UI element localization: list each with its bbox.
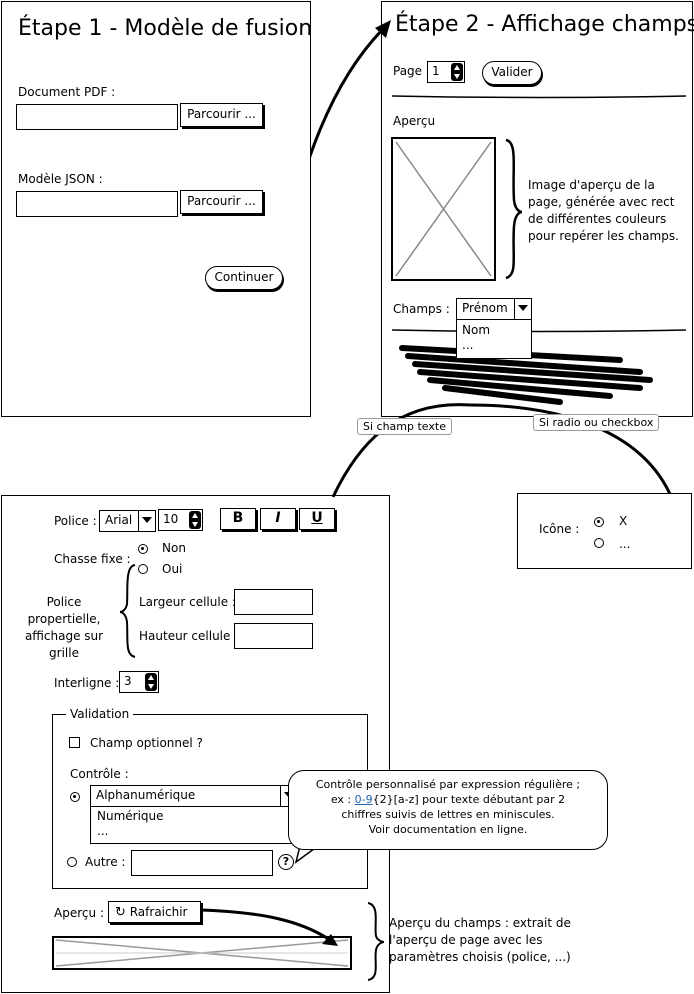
icon-panel: Icône : X ... <box>517 493 692 569</box>
page-value: 1 <box>432 64 440 78</box>
json-label: Modèle JSON : <box>18 172 103 186</box>
icon-radio-other[interactable] <box>594 538 604 548</box>
step2-title: Étape 2 - Affichage champs <box>395 12 694 37</box>
fixed-yes-radio[interactable] <box>138 564 148 574</box>
continue-button[interactable]: Continuer <box>205 266 283 290</box>
icon-label: Icône : <box>539 522 580 536</box>
regex-note: Contrôle personnalisé par expression rég… <box>288 770 608 850</box>
cell-width-label: Largeur cellule : <box>139 595 236 609</box>
validation-legend: Validation <box>66 707 134 721</box>
regex-example-link[interactable]: 0-9 <box>354 793 373 806</box>
validate-button[interactable]: Valider <box>482 61 542 85</box>
refresh-icon: ↻ <box>115 905 126 920</box>
font-select[interactable]: Arial <box>99 510 156 532</box>
cell-height-label: Hauteur cellule : <box>139 629 239 643</box>
control-dropdown-list: Numérique ... <box>90 806 298 844</box>
icon-option-label: ... <box>619 537 631 551</box>
tag-text-field: Si champ texte <box>357 418 452 435</box>
preview-label: Aperçu <box>393 114 436 128</box>
icon-option-label: X <box>619 514 628 528</box>
optional-checkbox[interactable] <box>69 737 80 748</box>
font-label: Police : <box>54 514 97 528</box>
control-other-radio[interactable] <box>67 857 77 867</box>
step1-title: Étape 1 - Modèle de fusion <box>18 16 313 41</box>
control-option[interactable]: Numérique <box>97 809 164 823</box>
other-regex-input[interactable] <box>131 850 273 876</box>
line-spacing-stepper[interactable]: 3 <box>119 671 159 693</box>
fields-option[interactable]: Nom <box>462 323 491 337</box>
json-browse-button[interactable]: Parcourir ... <box>180 190 263 214</box>
arrow-head-step2 <box>375 20 391 38</box>
json-input[interactable] <box>16 191 178 217</box>
brace-step2 <box>505 138 523 280</box>
refresh-button[interactable]: ↻ Rafraichir <box>108 901 201 923</box>
grid-note: Police propertielle, affichage sur grill… <box>24 595 104 660</box>
step1-panel: Étape 1 - Modèle de fusion Document PDF … <box>1 1 313 417</box>
preview-note: Image d'aperçu de la page, générée avec … <box>528 178 679 243</box>
control-preset-radio[interactable] <box>70 792 80 802</box>
cell-width-input[interactable] <box>234 589 313 615</box>
control-select[interactable]: Alphanumérique <box>90 785 298 807</box>
fields-dropdown-list: Nom ... <box>456 319 532 359</box>
underline-button[interactable]: U <box>299 508 335 530</box>
field-preview-label: Aperçu : <box>54 906 104 920</box>
field-preview-note: Aperçu du champs : extrait de l'aperçu d… <box>389 916 571 964</box>
fields-option[interactable]: ... <box>462 338 474 352</box>
cell-height-input[interactable] <box>234 623 313 649</box>
chevron-down-icon[interactable] <box>514 299 531 319</box>
italic-button[interactable]: I <box>260 508 296 530</box>
fixed-yes-label: Oui <box>162 562 183 576</box>
pdf-browse-button[interactable]: Parcourir ... <box>180 103 263 127</box>
pdf-label: Document PDF : <box>18 85 116 99</box>
icon-radio-x[interactable] <box>594 517 604 527</box>
fixed-pitch-label: Chasse fixe : <box>54 552 131 566</box>
stepper-arrows-icon[interactable] <box>145 673 157 691</box>
help-icon[interactable]: ? <box>278 854 294 870</box>
brace-preview <box>367 902 385 981</box>
page-stepper[interactable]: 1 <box>427 61 465 83</box>
tag-radio-checkbox: Si radio ou checkbox <box>533 414 660 431</box>
arrow-refresh-preview <box>199 908 331 942</box>
fields-label: Champs : <box>393 302 450 316</box>
other-label: Autre : <box>85 855 126 869</box>
pdf-input[interactable] <box>16 104 178 130</box>
text-field-panel: Police : Arial 10 B I U Chasse fixe : No… <box>1 495 390 993</box>
font-size-stepper[interactable]: 10 <box>158 509 203 531</box>
line-spacing-label: Interligne : <box>54 676 120 690</box>
stepper-arrows-icon[interactable] <box>189 511 201 529</box>
control-option[interactable]: ... <box>97 824 109 838</box>
fields-select[interactable]: Prénom <box>456 298 532 320</box>
page-label: Page <box>393 64 423 78</box>
brace-grid <box>119 564 136 658</box>
optional-label: Champ optionnel ? <box>90 736 203 750</box>
stepper-arrows-icon[interactable] <box>451 63 463 81</box>
bold-button[interactable]: B <box>220 508 256 530</box>
chevron-down-icon[interactable] <box>138 511 155 531</box>
fixed-no-radio[interactable] <box>138 544 148 554</box>
control-label: Contrôle : <box>70 767 129 781</box>
step2-panel: Étape 2 - Affichage champs Page 1 Valide… <box>381 1 694 417</box>
page-preview-image <box>392 138 496 282</box>
fixed-no-label: Non <box>162 541 186 555</box>
